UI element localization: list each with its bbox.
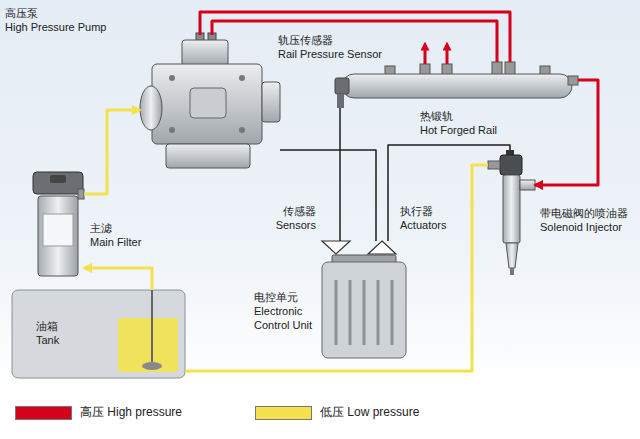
component-label: 带电磁阀的喷油器 (540, 207, 628, 221)
sensor-plug (337, 94, 344, 108)
component-label: High Pressure Pump (5, 21, 107, 35)
rail-node: 热锻轨Hot Forged Rail (335, 62, 578, 108)
rail-pressure-sensor (335, 78, 349, 94)
legend-item: 低压 Low pressure (255, 404, 419, 421)
bolt (169, 127, 175, 133)
port-triangle (322, 241, 350, 254)
high-pressure-pipe (535, 80, 598, 185)
part-label: 轨压传感器 (278, 34, 333, 48)
pump-cover (190, 88, 226, 118)
pump-head (182, 40, 228, 66)
port-triangle (322, 241, 350, 254)
pump-flange (166, 144, 250, 168)
label-group: 执行器Actuators (400, 205, 446, 233)
strainer (142, 362, 162, 370)
rail-tube (342, 74, 572, 98)
component-label: 热锻轨 (420, 110, 497, 124)
component-label: Solenoid Injector (540, 221, 628, 235)
component-label: 电控单元 (254, 291, 316, 305)
signal-wire (388, 145, 510, 241)
outlet-arrow (424, 46, 427, 64)
nozzle-tip (510, 268, 514, 275)
fin (363, 280, 366, 345)
label-group: 带电磁阀的喷油器Solenoid Injector (540, 207, 628, 235)
part-label: Rail Pressure Sensor (278, 48, 382, 62)
fin (349, 280, 352, 345)
high-pressure-pipe (212, 21, 497, 62)
pickup-tube (151, 290, 153, 362)
component-label: 油箱 (36, 320, 59, 334)
component-label: Electronic Control Unit (254, 305, 316, 333)
filter-node: 主滤Main Filter (30, 172, 84, 276)
bolt (239, 127, 245, 133)
bolt (239, 75, 245, 81)
high-pressure-pipe (200, 12, 510, 62)
label-group: 电控单元Electronic Control Unit (254, 291, 316, 332)
label-group: 主滤Main Filter (90, 222, 141, 250)
low-pressure-pipe (84, 110, 140, 194)
actuator-port: 执行器Actuators (368, 241, 396, 254)
filter-pump-knob (50, 175, 66, 183)
fin (377, 280, 380, 345)
legend-text: 低压 Low pressure (320, 404, 419, 421)
filter-tag (43, 214, 73, 246)
injector-node: 带电磁阀的喷油器Solenoid Injector (488, 150, 535, 275)
port-triangle (368, 241, 396, 254)
bolt (169, 75, 175, 81)
legend-swatch (15, 406, 72, 420)
component-label: Actuators (400, 219, 446, 233)
ecu-case (322, 262, 406, 358)
label-group: 油箱Tank (36, 320, 59, 348)
component-label: 高压泵 (5, 7, 107, 21)
tank-shell (12, 290, 185, 378)
filter-head (33, 172, 83, 194)
injector-body (503, 175, 520, 243)
legend-text: 高压 High pressure (80, 404, 182, 421)
injector-inlet (520, 180, 535, 190)
pump-side (262, 82, 280, 122)
port-triangle (368, 241, 396, 254)
ecu-node: 电控单元Electronic Control Unit (320, 255, 408, 360)
label-group: 高压泵High Pressure Pump (5, 7, 107, 35)
component-label: 传感器 (276, 205, 316, 219)
pump-node: 高压泵High Pressure Pump (140, 35, 280, 168)
label-group: 热锻轨Hot Forged Rail (420, 110, 497, 138)
component-label: Tank (36, 334, 59, 348)
nozzle (506, 243, 518, 268)
filter-body (38, 196, 78, 276)
sensor-port: 传感器Sensors (322, 241, 350, 254)
ecu-drawing (322, 255, 406, 358)
tank-node: 油箱Tank (12, 290, 185, 378)
filter-drawing (33, 172, 84, 276)
fin (391, 280, 394, 345)
tank-drawing (12, 290, 185, 378)
pump-body (152, 64, 262, 144)
component-label: Sensors (276, 219, 316, 233)
pump-drawing (140, 33, 280, 168)
component-label: 执行器 (400, 205, 446, 219)
return-port (488, 161, 500, 169)
injector-drawing (488, 150, 535, 275)
fin (335, 280, 338, 345)
component-label: 主滤 (90, 222, 141, 236)
component-label: Hot Forged Rail (420, 124, 497, 138)
signal-wire (339, 108, 341, 241)
filter-outlet (78, 189, 84, 199)
return-pipe (185, 165, 488, 371)
pump-inlet (140, 86, 162, 130)
legend-item: 高压 High pressure (15, 404, 182, 421)
component-label: Main Filter (90, 236, 141, 250)
low-pressure-pipe (84, 268, 152, 290)
rail-end (568, 76, 578, 85)
fuel (118, 318, 178, 372)
solenoid (500, 155, 522, 175)
legend-swatch (255, 406, 312, 420)
outlet-arrow (446, 46, 449, 64)
label-group: 传感器Sensors (276, 205, 316, 233)
